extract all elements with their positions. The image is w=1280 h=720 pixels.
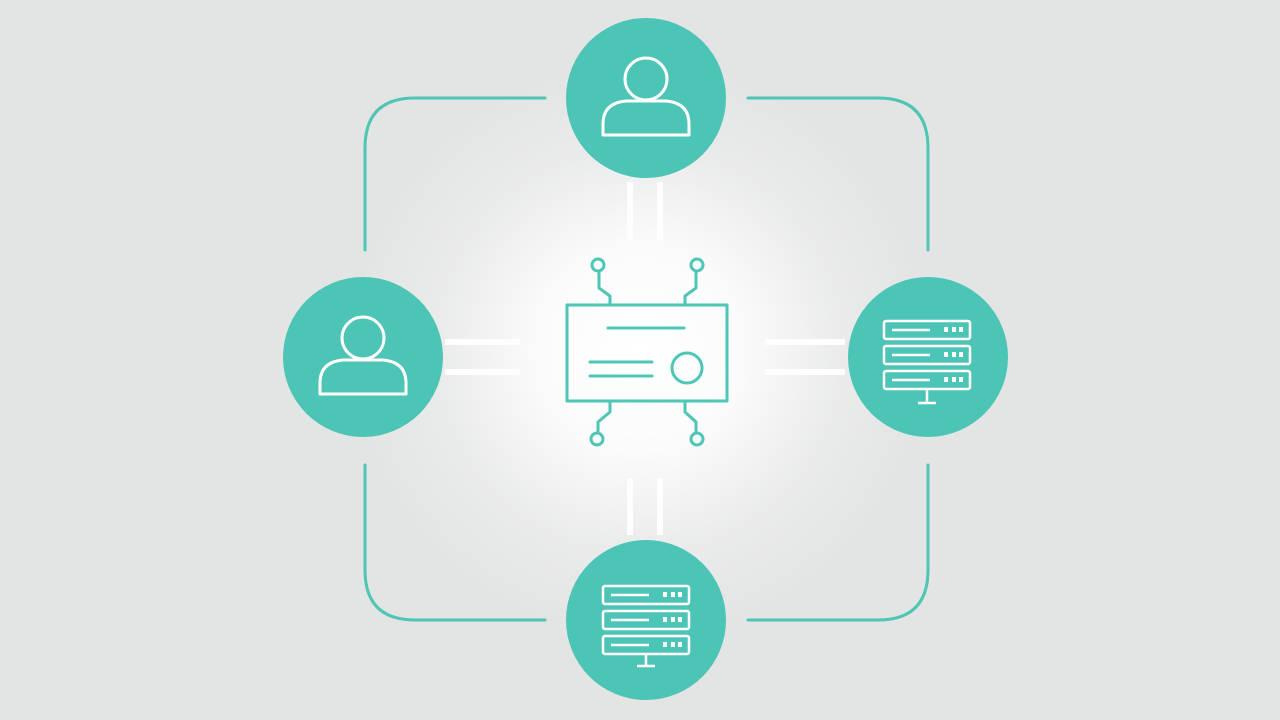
- hub-lead-top-left: [597, 269, 612, 307]
- node-top: [566, 18, 726, 178]
- hub-pin-top-left: [590, 257, 606, 273]
- outer-loop: [363, 96, 930, 622]
- node-left: [283, 277, 443, 437]
- connector-top-left: [363, 96, 547, 252]
- node-right: [848, 277, 1008, 437]
- user-icon: [601, 56, 691, 137]
- node-bottom: [566, 540, 726, 700]
- hub-pin-bottom-right: [689, 431, 705, 447]
- server-rack-lights: [944, 327, 963, 382]
- hub-card: [565, 303, 729, 403]
- center-glow: [340, 50, 940, 650]
- connector-bottom-left: [363, 463, 547, 622]
- hub-lead-top-right: [683, 269, 698, 307]
- hub-lead-bottom-left: [596, 399, 612, 434]
- hub-lead-bottom-right: [683, 399, 698, 434]
- user-icon: [318, 315, 408, 396]
- node-right-circle: [848, 277, 1008, 437]
- node-left-circle: [283, 277, 443, 437]
- network-chip-card-icon: [565, 257, 729, 447]
- server-rack-lights: [663, 592, 682, 647]
- hub-pin-bottom-left: [589, 431, 605, 447]
- node-top-circle: [566, 18, 726, 178]
- server-rack-icon: [601, 584, 691, 668]
- hub-card-dot: [670, 351, 704, 385]
- hub-pin-top-right: [689, 257, 705, 273]
- server-rack-icon: [882, 319, 972, 405]
- hub-spokes: [445, 182, 845, 535]
- connector-top-right: [746, 96, 930, 252]
- connector-bottom-right: [746, 463, 930, 622]
